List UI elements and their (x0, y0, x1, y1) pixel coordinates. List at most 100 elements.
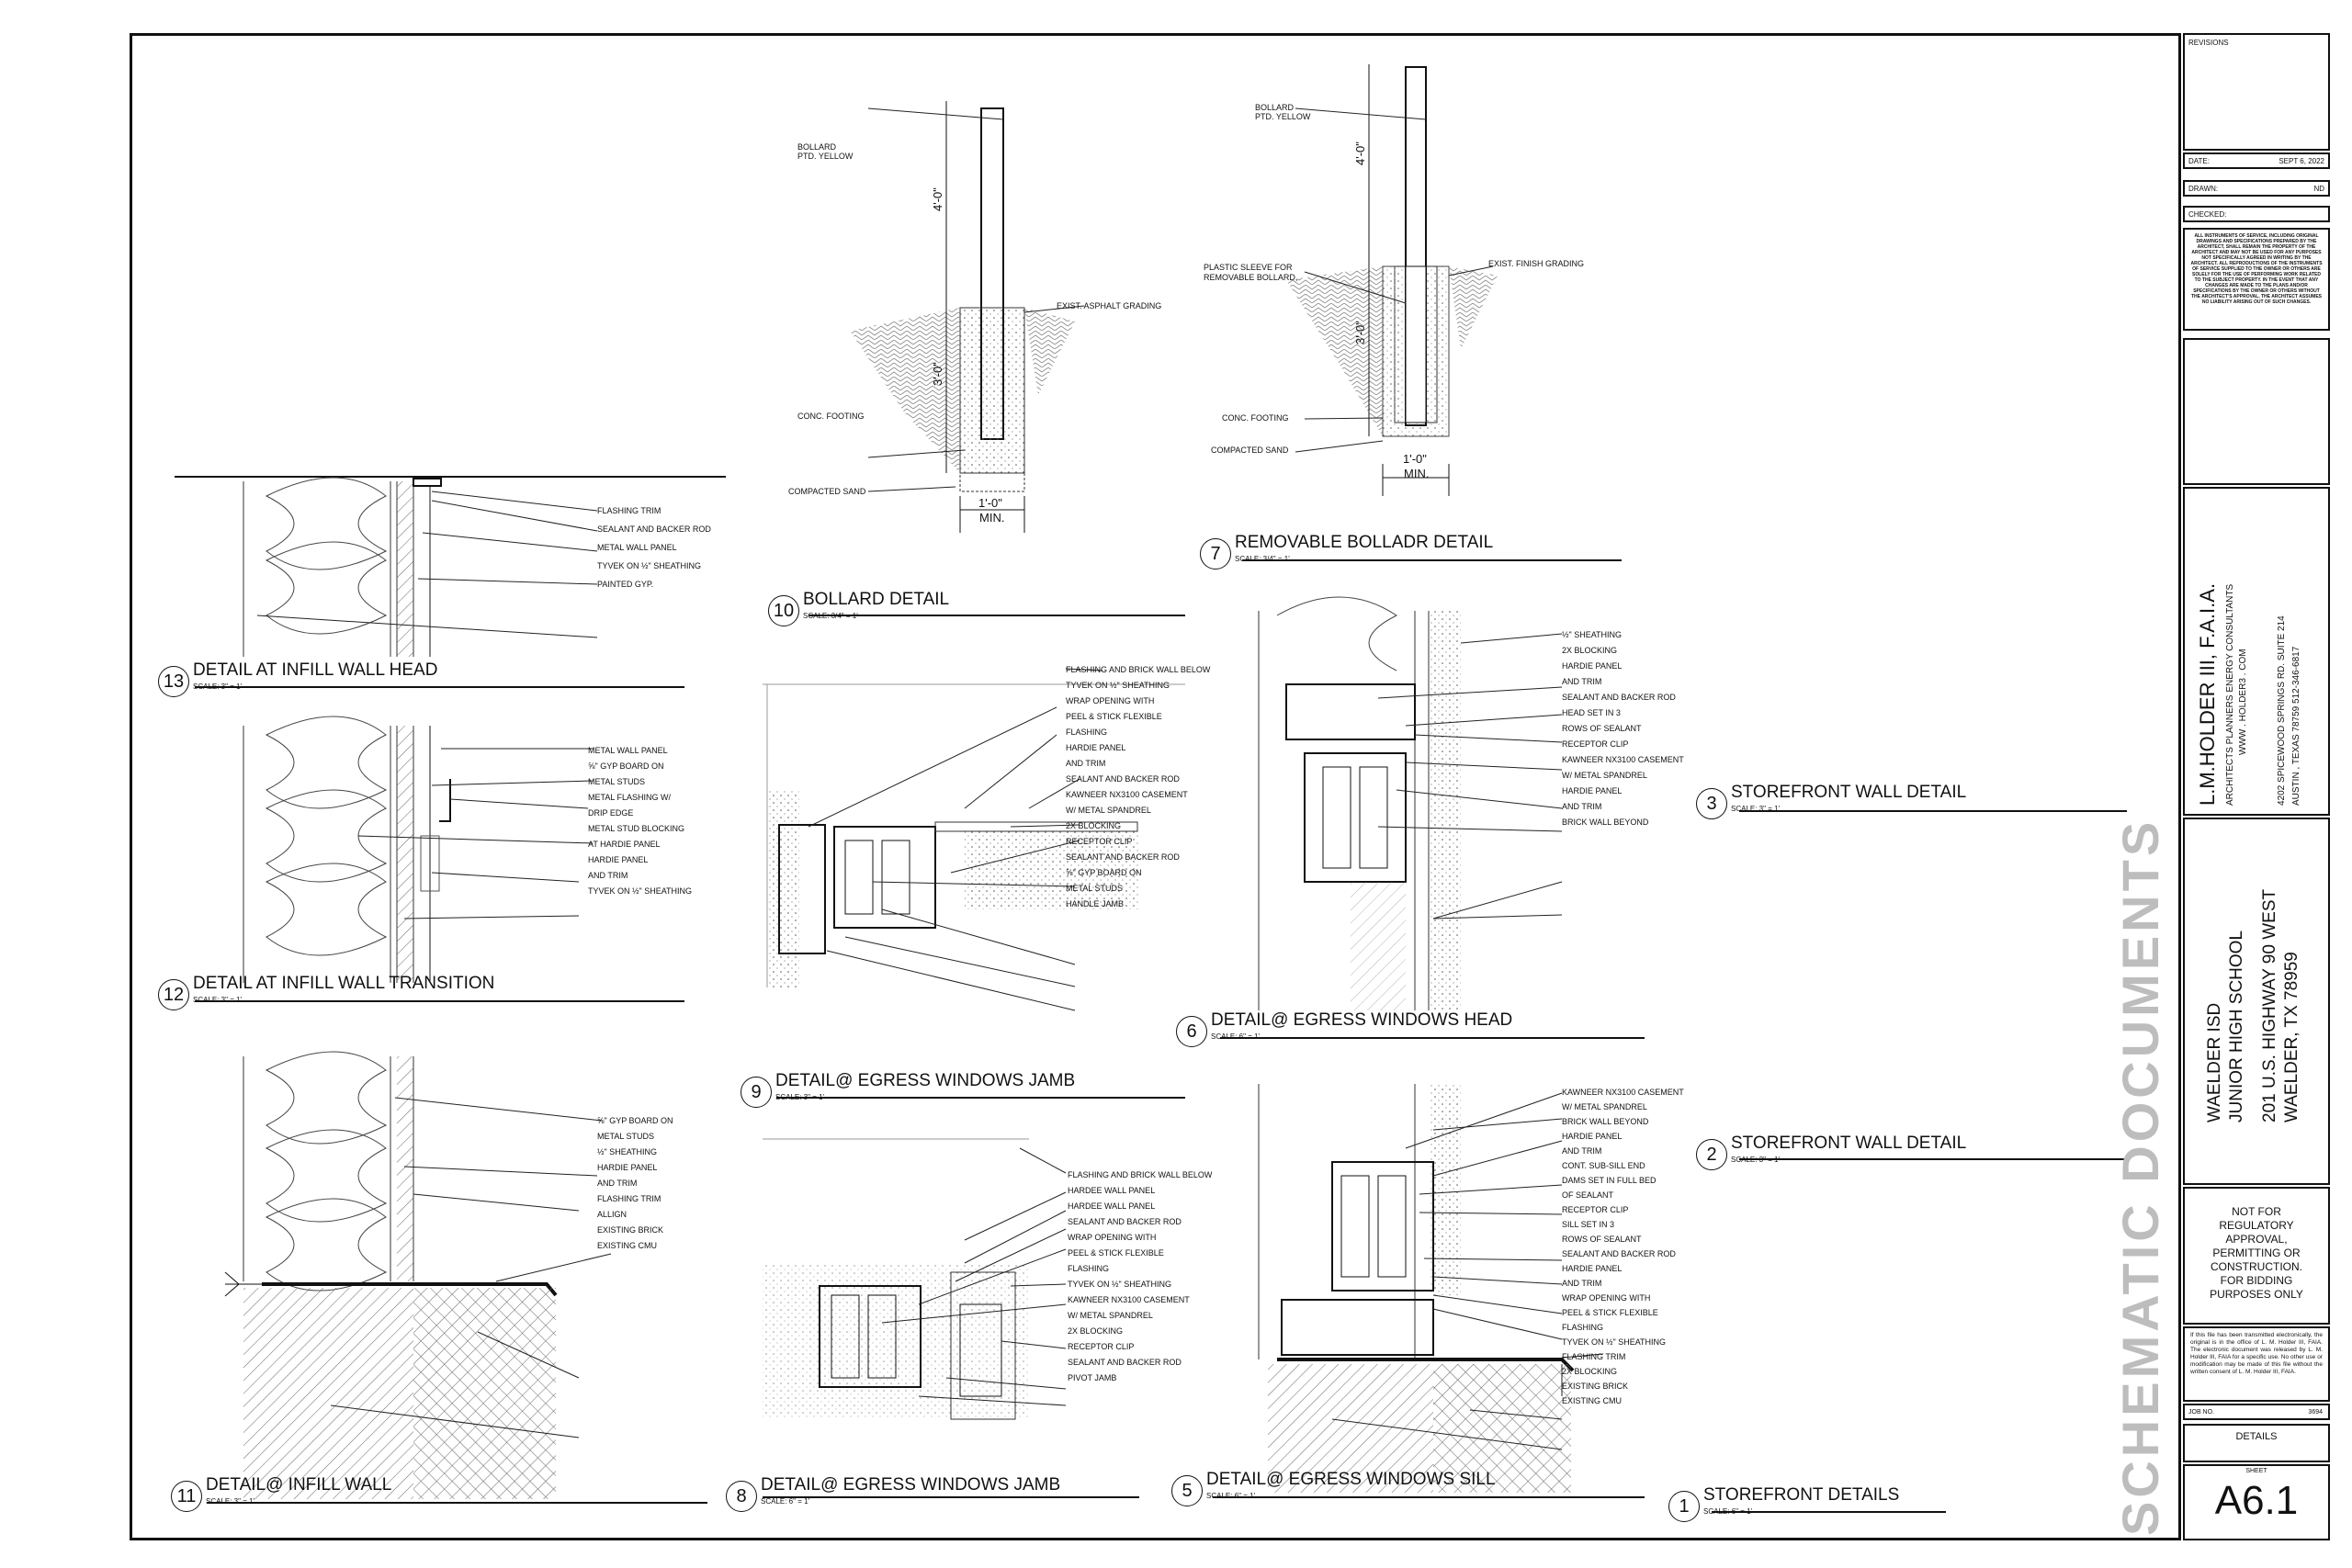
detail-note: COMPACTED SAND (1211, 446, 1289, 455)
detail-note: FLASHING TRIM (597, 506, 662, 515)
detail-note: AND TRIM (1562, 802, 1602, 811)
dimension-label: 4'-0" (931, 187, 944, 211)
detail-note: HARDIE PANEL (597, 1163, 658, 1172)
dimension-label: 3'-0" (1353, 321, 1367, 344)
drawn-row: DRAWN: ND (2183, 180, 2330, 197)
detail-note: AT HARDIE PANEL (588, 840, 661, 849)
detail-note: EXIST. ASPHALT GRADING (1057, 301, 1162, 310)
detail-note: HARDEE WALL PANEL (1068, 1201, 1156, 1211)
detail-note: METAL STUDS (588, 777, 646, 786)
detail-note: FLASHING (1066, 728, 1108, 737)
detail-note: W/ METAL SPANDREL (1068, 1311, 1153, 1320)
dimension-label: 4'-0" (1353, 141, 1367, 165)
detail-note: AND TRIM (588, 871, 628, 880)
detail-note: WRAP OPENING WITH (1562, 1293, 1651, 1303)
detail-note: METAL WALL PANEL (597, 543, 677, 552)
detail-9-drawing (763, 683, 1185, 987)
date-label: DATE: (2188, 157, 2210, 165)
detail-scale: SCALE: 3" = 1' (193, 996, 243, 1004)
detail-scale: SCALE: 3/4" = 1' (803, 612, 858, 620)
detail-note: FLASHING AND BRICK WALL BELOW (1068, 1170, 1213, 1179)
detail-title: BOLLARD DETAIL (803, 590, 950, 609)
detail-note: PIVOT JAMB (1068, 1373, 1117, 1382)
detail-note: 2X BLOCKING (1066, 821, 1122, 830)
detail-note: KAWNEER NX3100 CASEMENT (1068, 1295, 1190, 1304)
detail-note: AND TRIM (1562, 1279, 1602, 1288)
detail-note: HARDEE WALL PANEL (1068, 1186, 1156, 1195)
detail-note: PEEL & STICK FLEXIBLE (1068, 1248, 1164, 1258)
detail-scale: SCALE: 6" = 1' (1703, 1507, 1753, 1516)
detail-note: BOLLARD (1255, 103, 1295, 112)
revisions-label: REVISIONS (2188, 39, 2229, 47)
checked-label: CHECKED: (2188, 210, 2227, 219)
firm-address1: 4202 SPICEWOOD SPRINGS RD. SUITE 214 (2277, 615, 2287, 806)
detail-number-circle: 5 (1171, 1475, 1203, 1506)
detail-title: DETAIL@ EGRESS WINDOWS JAMB (761, 1475, 1061, 1495)
drawn-label: DRAWN: (2188, 185, 2219, 193)
job-row: JOB NO. 3694 (2183, 1404, 2330, 1420)
detail-scale: SCALE: 3" = 1' (206, 1497, 255, 1506)
detail-note: REMOVABLE BOLLARD, (1204, 273, 1298, 282)
detail-note: ALLIGN (597, 1210, 628, 1219)
detail-number-circle: 3 (1696, 788, 1727, 819)
detail-scale: SCALE: 3" = 1' (1731, 805, 1781, 813)
detail-note: BRICK WALL BEYOND (1562, 818, 1649, 827)
firm-name: L.M.HOLDER III, F.A.I.A. (2196, 582, 2219, 806)
detail-note: 2X BLOCKING (1562, 1367, 1618, 1376)
detail-note: SEALANT AND BACKER ROD (1562, 693, 1676, 702)
detail-note: EXISTING BRICK (1562, 1382, 1629, 1391)
not-for-line: PERMITTING OR (2212, 1247, 2301, 1259)
detail-note: DAMS SET IN FULL BED (1562, 1176, 1657, 1185)
detail-note: WRAP OPENING WITH (1068, 1233, 1157, 1242)
detail-scale: SCALE: 6" = 1' (1206, 1492, 1256, 1500)
detail-number-circle: 7 (1200, 538, 1231, 570)
detail-note: AND TRIM (597, 1179, 638, 1188)
watermark-text: SCHEMATIC DOCUMENTS (2111, 818, 2169, 1536)
detail-note: PTD. YELLOW (1255, 112, 1311, 121)
dimension-label: MIN. (1404, 467, 1430, 480)
detail-note: ROWS OF SEALANT (1562, 1235, 1642, 1244)
detail-title: REMOVABLE BOLLADR DETAIL (1235, 533, 1494, 552)
detail-note: 2X BLOCKING (1068, 1326, 1124, 1336)
detail-note: FLASHING (1562, 1323, 1604, 1332)
detail-note: CONC. FOOTING (797, 412, 865, 421)
date-row: DATE: SEPT 6, 2022 (2183, 152, 2330, 169)
copyright-note: ALL INSTRUMENTS OF SERVICE, INCLUDING OR… (2190, 233, 2323, 305)
detail-note: EXIST. FINISH GRADING (1488, 259, 1585, 268)
detail-title: DETAIL@ INFILL WALL (206, 1475, 392, 1495)
detail-note: DRIP EDGE (588, 808, 634, 818)
project-address1: 201 U.S. HIGHWAY 90 WEST (2260, 888, 2279, 1122)
detail-note: FLASHING (1068, 1264, 1110, 1273)
firm-tagline: ARCHITECTS PLANNERS ENERGY CONSULTANTS (2225, 583, 2235, 806)
detail-note: TYVEK ON ½" SHEATHING (1068, 1280, 1172, 1289)
detail-note: TYVEK ON ½" SHEATHING (588, 886, 693, 896)
detail-note: WRAP OPENING WITH (1066, 696, 1155, 705)
detail-note: KAWNEER NX3100 CASEMENT (1562, 755, 1684, 764)
detail-note: EXISTING CMU (597, 1241, 658, 1250)
detail-note: METAL STUDS (1066, 884, 1124, 893)
detail-note: TYVEK ON ½" SHEATHING (597, 561, 702, 570)
not-for-line: REGULATORY (2219, 1219, 2294, 1232)
not-for-line: FOR BIDDING (2220, 1274, 2293, 1287)
sheet-number: A6.1 (2214, 1478, 2299, 1523)
detail-number-circle: 9 (741, 1077, 772, 1108)
date-value: SEPT 6, 2022 (2278, 157, 2324, 165)
detail-note: W/ METAL SPANDREL (1562, 1102, 1647, 1111)
detail-note: SEALANT AND BACKER ROD (597, 525, 711, 534)
copyright-box: ALL INSTRUMENTS OF SERVICE, INCLUDING OR… (2183, 228, 2330, 331)
detail-note: METAL FLASHING W/ (588, 793, 672, 802)
not-for-line: CONSTRUCTION. (2211, 1260, 2302, 1273)
sheet-label: SHEET (2245, 1468, 2267, 1474)
not-for-line: PURPOSES ONLY (2210, 1288, 2303, 1301)
firm-address2: AUSTIN , TEXAS 78759 512-346-6817 (2291, 646, 2301, 806)
detail-note: KAWNEER NX3100 CASEMENT (1562, 1088, 1684, 1097)
detail-note: 2X BLOCKING (1562, 646, 1618, 655)
detail-note: CONT. SUB-SILL END (1562, 1161, 1645, 1170)
detail-scale: SCALE: 3" = 1' (1731, 1156, 1781, 1164)
detail-10-drawing (850, 101, 1075, 533)
detail-note: HARDIE PANEL (1066, 743, 1126, 752)
project-box: WAELDER ISD JUNIOR HIGH SCHOOL 201 U.S. … (2183, 818, 2330, 1185)
checked-row: CHECKED: (2183, 206, 2330, 222)
detail-note: BRICK WALL BEYOND (1562, 1117, 1649, 1126)
